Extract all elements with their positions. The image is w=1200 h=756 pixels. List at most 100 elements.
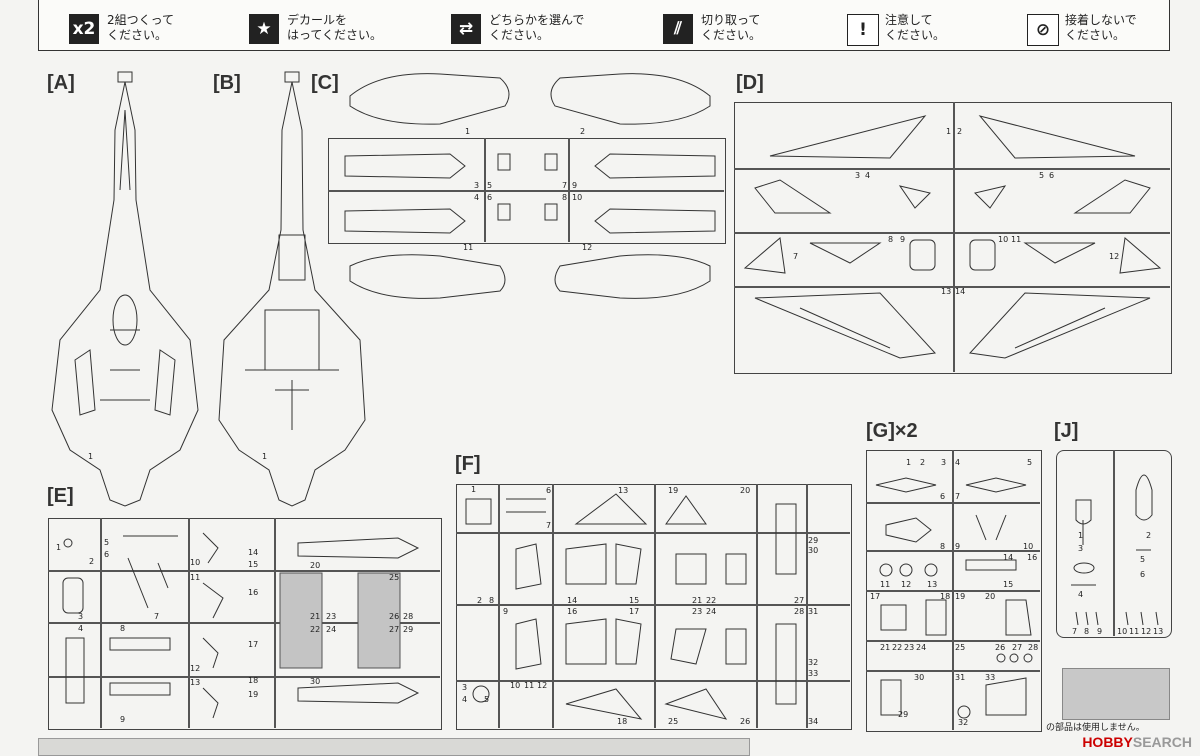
part-number: 11 — [880, 580, 891, 589]
part-number: 5 — [1027, 458, 1033, 467]
part-number: 31 — [808, 607, 819, 616]
part-number: 25 — [668, 717, 679, 726]
sprue-label-g: [G]×2 — [866, 420, 918, 442]
sprue-d-parts — [743, 115, 1162, 359]
sprue-label-d: [D] — [736, 72, 764, 94]
part-number: 10 — [998, 235, 1009, 244]
part-number: 20 — [740, 486, 751, 495]
part-number: 27 — [1012, 643, 1023, 652]
part-number: 1 — [88, 452, 94, 461]
part-number: 7 — [955, 492, 961, 501]
part-number: 19 — [248, 690, 259, 699]
part-number: 19 — [668, 486, 679, 495]
part-number: 3 — [462, 683, 468, 692]
part-number: 2 — [1146, 531, 1152, 540]
part-number: 1 — [465, 127, 471, 136]
part-number: 28 — [403, 612, 414, 621]
part-number: 3 — [941, 458, 947, 467]
part-number: 10 — [510, 681, 521, 690]
sprue-a-fuselage-top — [51, 71, 199, 507]
part-number: 9 — [1097, 627, 1103, 636]
part-number: 5 — [1140, 555, 1146, 564]
part-number: 12 — [190, 664, 201, 673]
sprue-j-parts — [1071, 474, 1159, 626]
sprue-g-parts — [875, 477, 1033, 719]
part-number: 17 — [629, 607, 640, 616]
part-number: 14 — [567, 596, 578, 605]
part-number: 5 — [1039, 171, 1045, 180]
part-number: 3 — [855, 171, 861, 180]
part-number: 1 — [471, 485, 477, 494]
part-number: 13 — [190, 678, 201, 687]
part-number: 11 — [190, 573, 201, 582]
legend-text: 注意して ください。 — [885, 13, 946, 42]
part-number: 17 — [870, 592, 881, 601]
sprue-label-b: [B] — [213, 72, 241, 94]
part-number: 31 — [955, 673, 966, 682]
part-number: 4 — [1078, 590, 1084, 599]
part-number: 16 — [248, 588, 259, 597]
part-number: 11 — [1011, 235, 1022, 244]
part-number: 16 — [1027, 553, 1038, 562]
part-number: 17 — [248, 640, 259, 649]
part-number: 10 — [572, 193, 583, 202]
part-number: 24 — [706, 607, 717, 616]
part-number: 34 — [808, 717, 819, 726]
part-number: 15 — [248, 560, 259, 569]
part-number: 8 — [940, 542, 946, 551]
part-number: 4 — [78, 624, 84, 633]
unused-parts-swatch — [1062, 668, 1170, 720]
part-number: 11 — [524, 681, 535, 690]
part-number: 6 — [104, 550, 110, 559]
part-number: 14 — [955, 287, 966, 296]
part-number: 6 — [1049, 171, 1055, 180]
part-number: 1 — [1078, 531, 1084, 540]
part-number: 28 — [1028, 643, 1039, 652]
part-number: 16 — [567, 607, 578, 616]
part-number: 4 — [462, 695, 468, 704]
part-number: 2 — [920, 458, 926, 467]
legend-text: デカールを はってください。 — [287, 13, 383, 42]
part-number: 8 — [489, 596, 495, 605]
part-number: 13 — [941, 287, 952, 296]
part-number: 3 — [1078, 544, 1084, 553]
part-number: 29 — [898, 710, 909, 719]
footer-bar — [38, 738, 750, 756]
part-number: 33 — [985, 673, 996, 682]
part-number: 1 — [906, 458, 912, 467]
part-number: 22 — [310, 625, 321, 634]
part-number: 24 — [916, 643, 927, 652]
part-number: 18 — [940, 592, 951, 601]
part-number: 12 — [1109, 252, 1120, 261]
part-number: 27 — [389, 625, 400, 634]
part-number: 20 — [310, 561, 321, 570]
part-number: 22 — [892, 643, 903, 652]
part-number: 11 — [463, 243, 474, 252]
part-number: 7 — [154, 612, 160, 621]
part-number: 2 — [89, 557, 95, 566]
part-number: 6 — [487, 193, 493, 202]
part-number: 27 — [794, 596, 805, 605]
part-number: 29 — [808, 536, 819, 545]
part-number: 14 — [248, 548, 259, 557]
part-number: 22 — [706, 596, 717, 605]
choose-one-icon: ⇄ — [451, 14, 481, 44]
part-number: 13 — [927, 580, 938, 589]
part-number: 28 — [794, 607, 805, 616]
part-number: 14 — [1003, 553, 1014, 562]
sprue-e-parts — [62, 532, 420, 719]
part-number: 21 — [692, 596, 703, 605]
part-number: 11 — [1129, 627, 1140, 636]
part-number: 2 — [580, 127, 586, 136]
part-number: 10 — [1023, 542, 1034, 551]
part-number: 20 — [985, 592, 996, 601]
part-number: 5 — [487, 181, 493, 190]
caution-icon: ! — [847, 14, 879, 46]
part-number: 3 — [78, 612, 84, 621]
part-number: 6 — [546, 486, 552, 495]
part-number: 25 — [955, 643, 966, 652]
part-number: 6 — [1140, 570, 1146, 579]
sprue-label-e: [E] — [47, 485, 74, 507]
part-number: 19 — [955, 592, 966, 601]
part-number: 12 — [582, 243, 593, 252]
